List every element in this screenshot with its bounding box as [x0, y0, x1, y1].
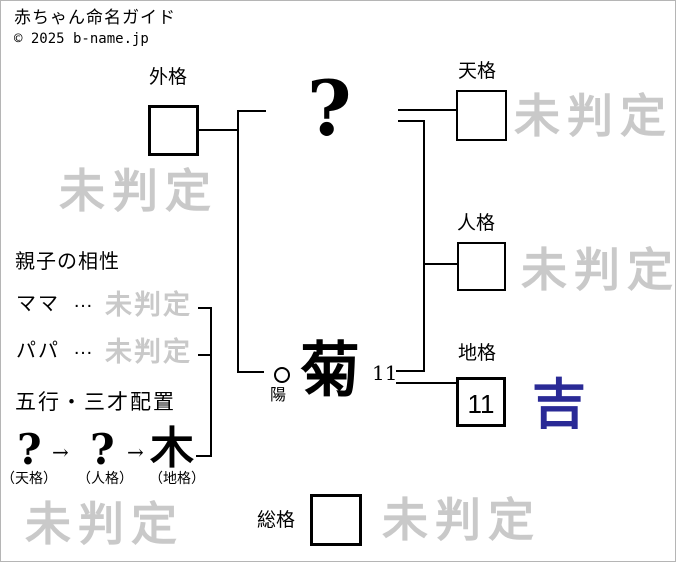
papa-result-watermark: 未判定: [105, 337, 192, 368]
jinkaku-label: 人格: [457, 213, 496, 234]
soukaku-box: [310, 494, 362, 546]
papa-separator: …: [73, 337, 93, 359]
chikaku-box: [456, 377, 506, 427]
tenkaku-label: 天格: [458, 61, 497, 82]
name-up-stub-line: [396, 370, 424, 372]
gogyou-result-watermark: 未判定: [25, 497, 184, 551]
right-vertical-line: [423, 120, 425, 372]
mama-result-watermark: 未判定: [105, 290, 192, 321]
gogyou-caption-tenkaku: （天格）: [1, 470, 57, 486]
tenkaku-result-watermark: 未判定: [514, 89, 673, 143]
jinkaku-box: [457, 242, 506, 291]
gaikaku-result-watermark: 未判定: [59, 164, 218, 218]
mama-separator: …: [73, 290, 93, 312]
papa-stub-line: [198, 354, 212, 356]
chikaku-result-good: 吉: [532, 372, 586, 436]
gogyou-arrow-2: →: [127, 440, 144, 464]
gogyou-heading: 五行・三才配置: [15, 391, 176, 414]
gogyou-element-jinkaku: ?: [90, 425, 115, 474]
left-bracket-top-stub-line: [237, 110, 266, 112]
chikaku-connector-line: [396, 382, 456, 384]
surname-down-stub-line: [398, 120, 425, 122]
jinkaku-result-watermark: 未判定: [521, 243, 676, 297]
gogyou-caption-jinkaku: （人格）: [77, 470, 133, 486]
chikaku-label: 地格: [458, 343, 497, 364]
gogyou-arrow-1: →: [52, 440, 69, 464]
gogyou-element-tenkaku: ?: [17, 425, 42, 474]
left-bracket-bottom-stub-line: [237, 371, 264, 373]
jinkaku-connector-line: [423, 263, 457, 265]
mama-stub-line: [198, 307, 212, 309]
tenkaku-box: [456, 90, 507, 141]
page-title: 赤ちゃん命名ガイド: [14, 8, 176, 27]
gaikaku-box: [148, 105, 199, 156]
papa-label: パパ: [16, 340, 60, 362]
soukaku-result-watermark: 未判定: [382, 493, 541, 547]
left-bracket-vertical-line: [237, 110, 239, 373]
copyright: © 2025 b-name.jp: [14, 31, 149, 47]
tenkaku-connector-line: [398, 109, 456, 111]
gogyou-element-chikaku: 木: [150, 423, 194, 474]
yang-circle-icon: [274, 367, 290, 383]
mama-label: ママ: [16, 293, 60, 315]
chikaku-value: 11: [467, 389, 495, 419]
given-name-stroke-count: 11: [372, 361, 398, 385]
compatibility-heading: 親子の相性: [15, 251, 120, 273]
surname-placeholder: ?: [307, 64, 352, 153]
compat-bracket-vertical-line: [210, 307, 212, 457]
yinyang-label: 陽: [270, 387, 287, 404]
gogyou-stub-line: [196, 455, 212, 457]
gogyou-caption-chikaku: （地格）: [149, 470, 205, 486]
gaikaku-label: 外格: [149, 67, 188, 88]
given-name-char: 菊: [300, 336, 360, 406]
gaikaku-connector-line: [198, 129, 238, 131]
soukaku-label: 総格: [257, 510, 296, 531]
